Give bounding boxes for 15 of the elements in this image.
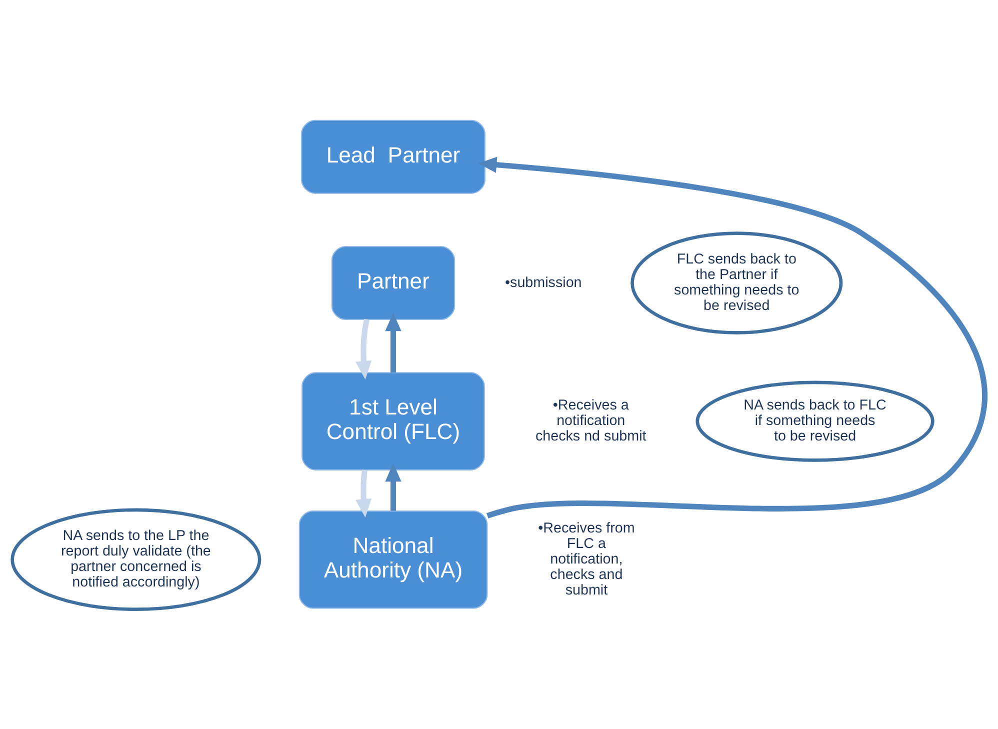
node-ellipse: NA sends to the LP the report duly validate (the partner concerned is notified accordingly) — [10, 508, 262, 610]
node-box: 1st Level Control (FLC) — [302, 372, 485, 470]
arrow — [356, 469, 372, 518]
arrow — [385, 312, 402, 372]
node-box: Lead Partner — [301, 119, 486, 194]
node-label: •Receives a notification checks nd submit — [535, 397, 646, 444]
node-ellipse: FLC sends back to the Partner if something needs to be revised — [630, 231, 843, 334]
arrow — [356, 318, 372, 380]
node-box: Partner — [331, 246, 456, 320]
node-label: •Receives from FLC a notification, checks and submit — [538, 520, 635, 598]
arrow — [385, 462, 402, 510]
node-box: National Authority (NA) — [298, 510, 488, 608]
node-ellipse: NA sends back to FLC if something needs to be revised — [696, 380, 934, 462]
node-label: •submission — [505, 274, 582, 290]
arrow — [478, 156, 987, 518]
